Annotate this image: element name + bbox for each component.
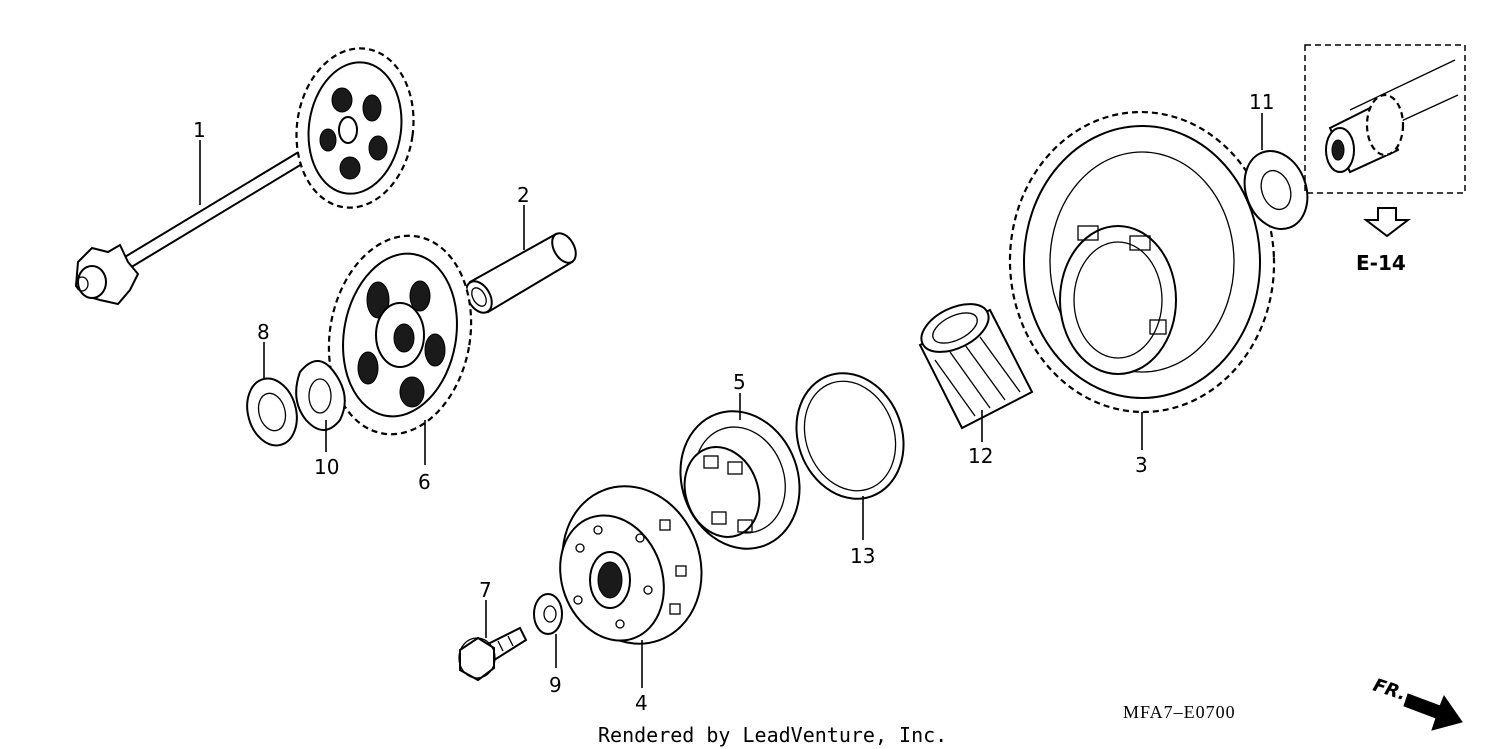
- callout-4[interactable]: 4: [635, 691, 648, 715]
- part-12-needle-bearing[interactable]: [914, 294, 1034, 430]
- callout-10[interactable]: 10: [314, 455, 339, 479]
- part-9-washer[interactable]: [533, 593, 563, 635]
- callout-8[interactable]: 8: [257, 320, 270, 344]
- part-8-washer[interactable]: [240, 373, 304, 451]
- callout-13[interactable]: 13: [850, 544, 875, 568]
- callout-11[interactable]: 11: [1249, 90, 1274, 114]
- callout-labels: 1 2 3 4 5 6 7 8 9 10 11 12 13: [193, 90, 1274, 715]
- diagram-code: MFA7–E0700: [1123, 702, 1236, 722]
- part-6-gear[interactable]: [314, 224, 487, 445]
- part-4-clutch-outer[interactable]: [541, 467, 724, 664]
- part-3-driven-gear[interactable]: [1005, 107, 1279, 416]
- part-13-snap-ring[interactable]: [779, 358, 921, 514]
- callout-3[interactable]: 3: [1135, 453, 1148, 477]
- callout-7[interactable]: 7: [479, 578, 492, 602]
- front-direction-indicator: FR.: [1370, 675, 1463, 731]
- callout-12[interactable]: 12: [968, 444, 993, 468]
- callout-9[interactable]: 9: [549, 673, 562, 697]
- reference-label[interactable]: E-14: [1356, 251, 1406, 275]
- part-5-one-way-clutch[interactable]: [662, 394, 819, 565]
- leader-lines: [199, 113, 1263, 688]
- direction-label: FR.: [1370, 675, 1408, 705]
- part-7-flange-bolt[interactable]: [458, 626, 528, 682]
- callout-6[interactable]: 6: [418, 470, 431, 494]
- part-10-lock-washer[interactable]: [295, 360, 346, 431]
- front-arrow-icon: [1403, 693, 1463, 731]
- credit-text: Rendered by LeadVenture, Inc.: [598, 723, 947, 747]
- part-1-idle-shaft[interactable]: [74, 41, 424, 306]
- reference-inset[interactable]: E-14: [1304, 44, 1466, 275]
- part-2-collar[interactable]: [461, 229, 581, 317]
- callout-5[interactable]: 5: [733, 370, 746, 394]
- part-11-washer[interactable]: [1234, 142, 1318, 238]
- reference-arrow-icon: [1363, 207, 1411, 238]
- callout-2[interactable]: 2: [517, 183, 530, 207]
- callout-1[interactable]: 1: [193, 118, 206, 142]
